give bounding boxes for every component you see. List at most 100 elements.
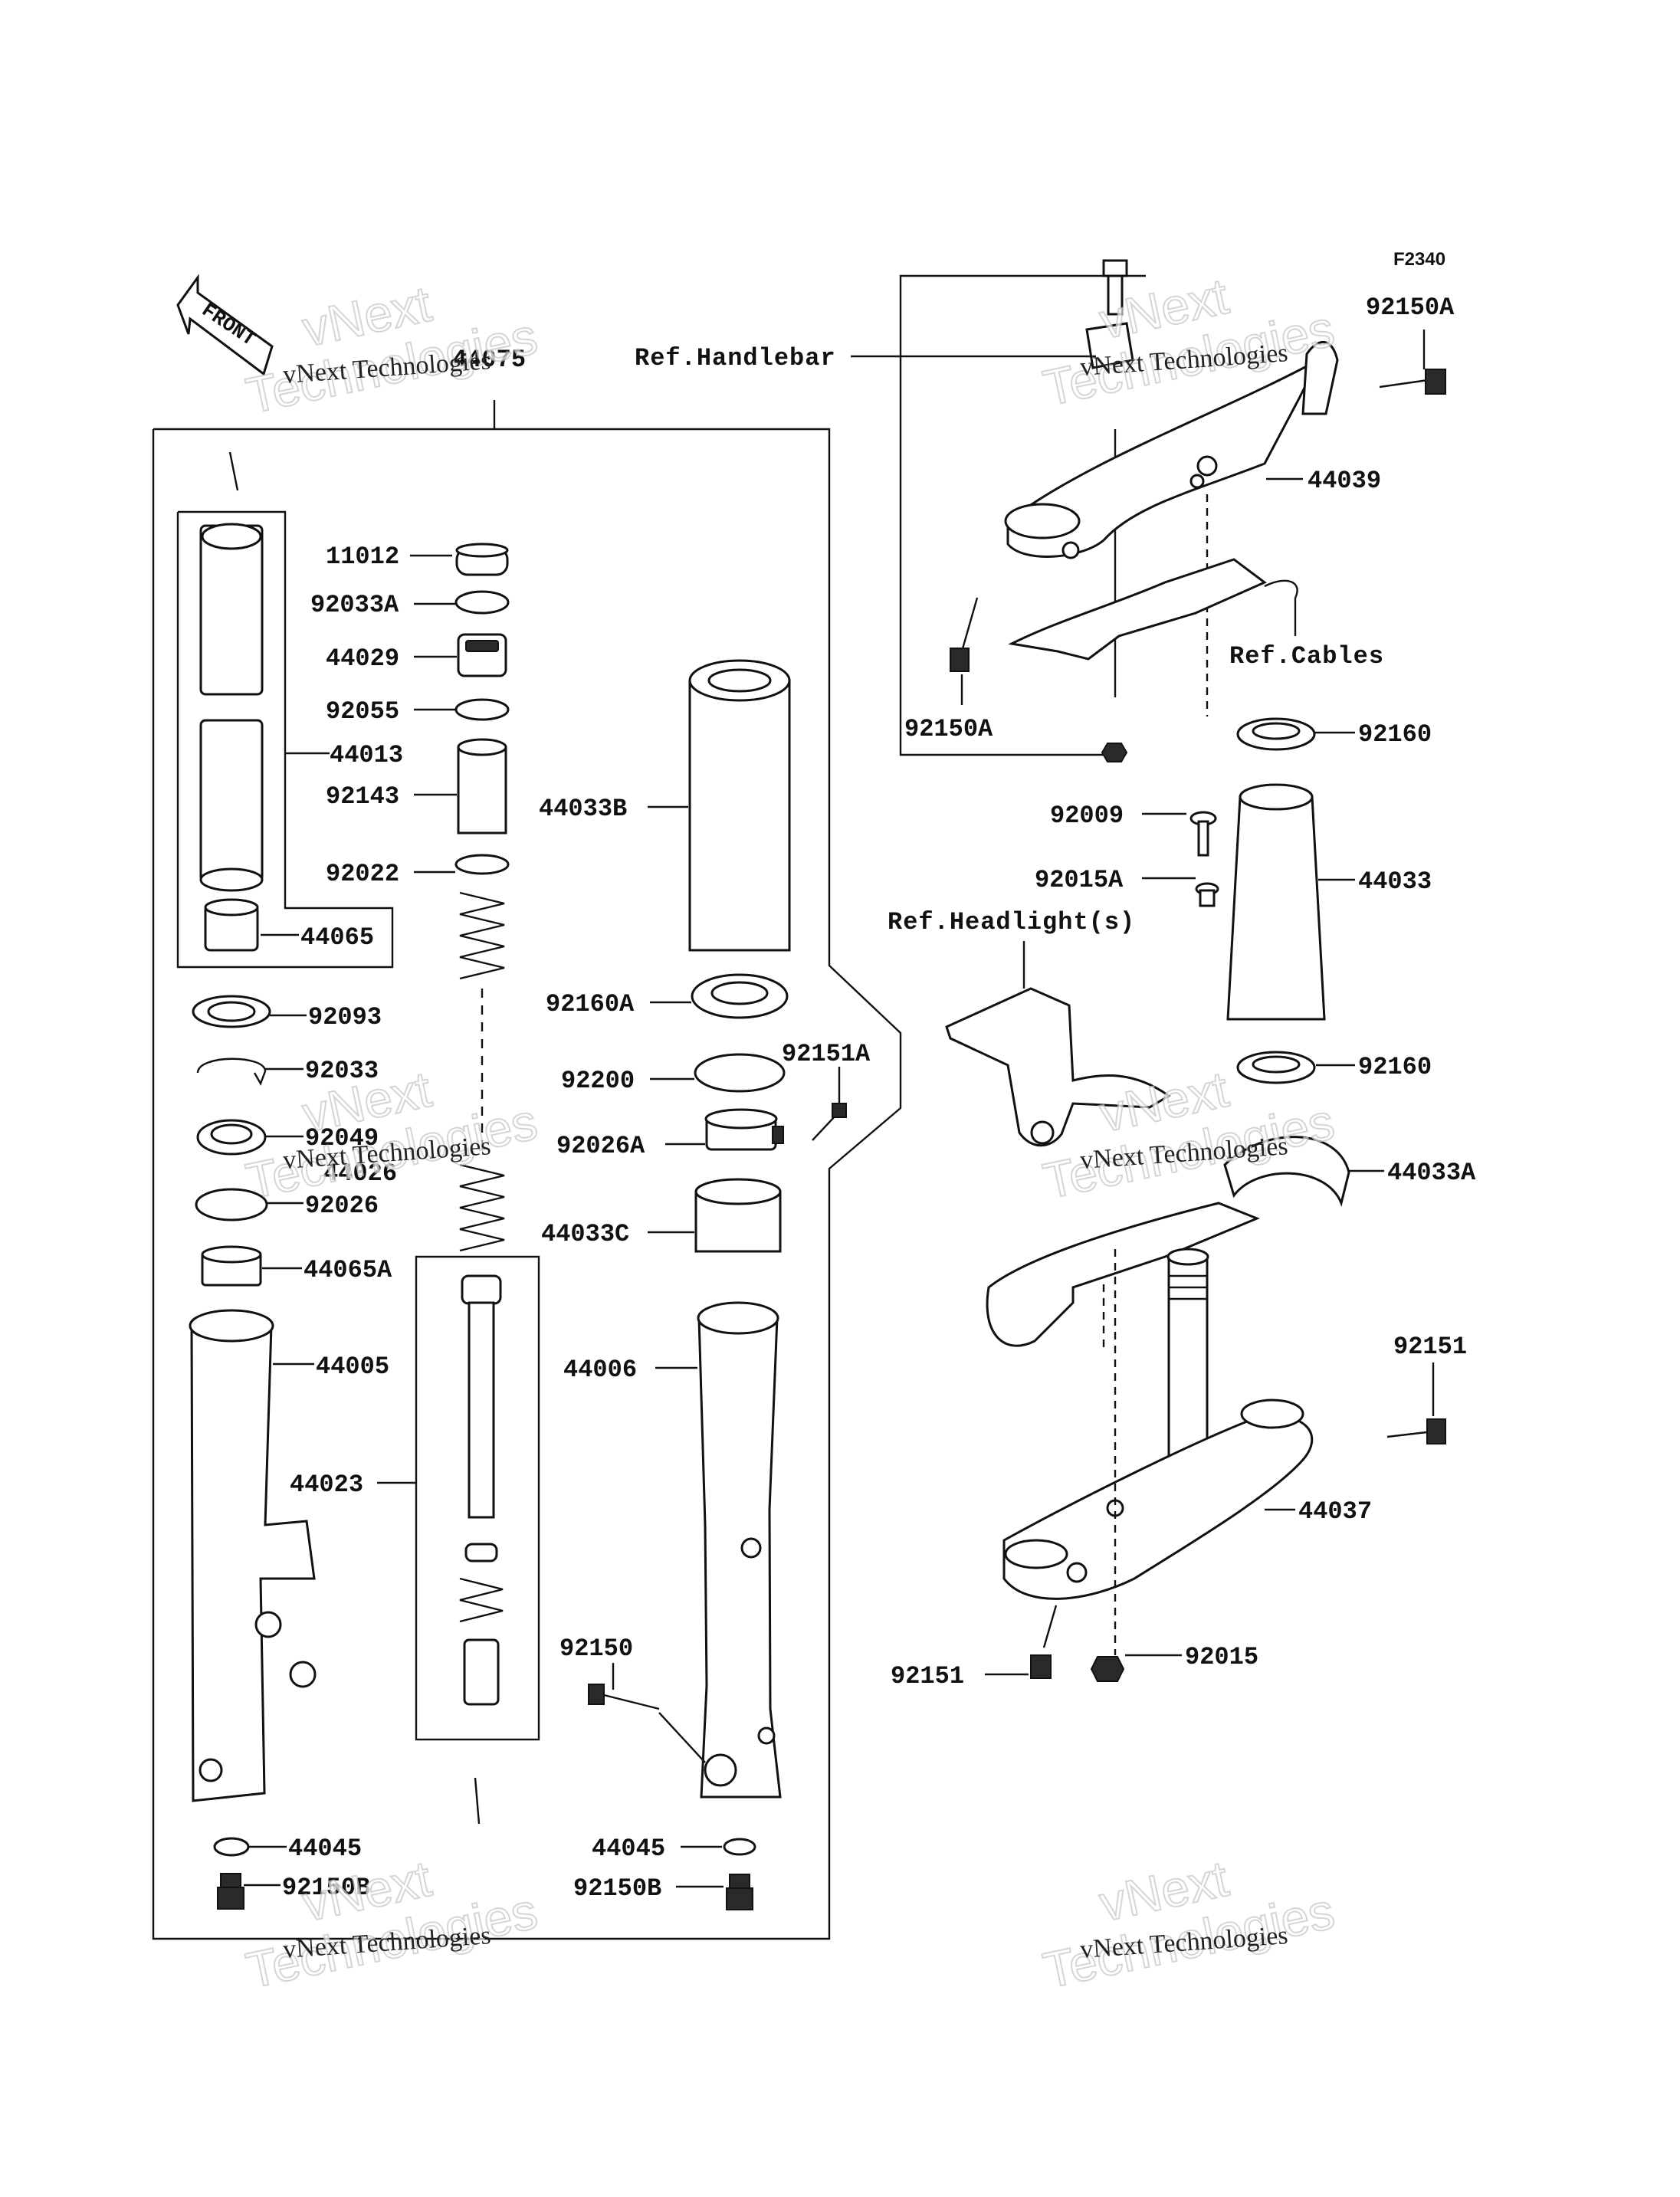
label-44045-left: 44045 <box>288 1835 362 1863</box>
label-92143: 92143 <box>326 782 399 811</box>
label-44033C: 44033C <box>541 1220 629 1248</box>
screw-92009 <box>1189 811 1217 857</box>
cover-44033 <box>1226 783 1326 1021</box>
fork-spring <box>459 891 505 1252</box>
label-44039: 44039 <box>1308 467 1381 495</box>
label-92200: 92200 <box>561 1067 635 1095</box>
nut-92015 <box>1090 1656 1125 1682</box>
guide-bushing <box>204 898 259 952</box>
handlebar-bolt <box>1102 259 1128 316</box>
washer-92022 <box>454 854 510 875</box>
label-92033A: 92033A <box>310 591 399 619</box>
headlight-bracket <box>945 987 1171 1147</box>
bushing-44065A <box>201 1245 262 1287</box>
spacer-92143 <box>457 738 507 835</box>
label-44033A: 44033A <box>1387 1159 1476 1187</box>
bolt-92151-bottom <box>1030 1605 1058 1679</box>
label-44026: 44026 <box>323 1159 397 1188</box>
label-92150A-bottom: 92150A <box>904 715 993 743</box>
label-44075: 44075 <box>452 346 526 374</box>
watermark-top-left: vNext Technologies vNext Technologies <box>241 274 543 425</box>
watermark-bottom-left: vNext Technologies vNext Technologies <box>241 1849 543 2000</box>
label-92150B-right: 92150B <box>573 1874 661 1903</box>
o-ring-92033A <box>454 590 510 615</box>
lower-bracket-44037 <box>1002 1399 1314 1600</box>
washer-92200 <box>694 1053 786 1093</box>
outer-tube-right <box>697 1301 782 1799</box>
fork-cap <box>455 543 509 576</box>
label-92033: 92033 <box>305 1057 379 1085</box>
fork-inner-tube <box>199 523 264 892</box>
lower-clamp <box>986 1202 1260 1347</box>
watermark-bottom-right: vNext Technologies vNext Technologies <box>1038 1849 1340 2000</box>
label-44006: 44006 <box>563 1356 637 1384</box>
part-labels: 44075 11012 92033A 44029 92055 44013 921… <box>282 293 1476 1903</box>
label-44029: 44029 <box>326 644 399 673</box>
washer-92160A <box>691 973 789 1019</box>
diagram-code: F2340 <box>1393 249 1445 270</box>
seal-92160-top <box>1236 717 1316 751</box>
label-44065: 44065 <box>300 923 374 952</box>
label-92055: 92055 <box>326 697 399 726</box>
label-44037: 44037 <box>1298 1497 1372 1526</box>
label-44065A: 44065A <box>304 1256 392 1284</box>
adjuster-44029 <box>457 633 507 677</box>
label-44005: 44005 <box>316 1353 389 1381</box>
leader-lines <box>244 330 1435 1888</box>
copper-washer-right <box>723 1838 756 1856</box>
label-44033: 44033 <box>1358 867 1432 896</box>
fork-assembly-frame <box>152 400 902 1940</box>
label-92026: 92026 <box>305 1192 379 1220</box>
label-11012: 11012 <box>326 543 399 571</box>
seal-92160-bottom <box>1236 1051 1316 1084</box>
upper-bracket-44039 <box>1004 340 1339 559</box>
cable-guide <box>1008 558 1298 661</box>
collar-92015A <box>1195 882 1219 907</box>
circlip <box>196 1058 267 1086</box>
reference-labels: Ref.Handlebar Ref.Cables Ref.Headlight(s… <box>635 344 1384 936</box>
label-92026A: 92026A <box>556 1132 645 1160</box>
label-92015: 92015 <box>1185 1643 1258 1671</box>
outer-tube-left <box>189 1309 317 1802</box>
cover-44033A <box>1223 1136 1350 1207</box>
screw-92151A <box>812 1103 847 1141</box>
copper-washer-left <box>213 1837 250 1857</box>
ref-handlebar: Ref.Handlebar <box>635 344 836 372</box>
drain-bolt-right <box>726 1874 753 1910</box>
ref-cables: Ref.Cables <box>1229 642 1384 671</box>
oil-seal <box>192 995 271 1028</box>
bolt-92150 <box>588 1684 660 1710</box>
bolt-92150A-top <box>1379 369 1446 395</box>
label-44033B: 44033B <box>539 795 627 823</box>
nut-bottom <box>1101 743 1128 762</box>
front-arrow-icon: FRONT <box>176 274 274 376</box>
label-92150B-left: 92150B <box>282 1874 370 1902</box>
o-ring-92055 <box>454 698 510 721</box>
cover-44033C <box>694 1178 782 1253</box>
label-92049: 92049 <box>305 1124 379 1153</box>
bolt-92151-right <box>1386 1418 1446 1444</box>
ring-92026 <box>195 1188 268 1221</box>
label-44013: 44013 <box>330 741 403 769</box>
washer-92049 <box>196 1119 267 1156</box>
watermarks: vNext Technologies vNext Technologies vN… <box>241 267 1340 2000</box>
handlebar-holder <box>1085 322 1134 369</box>
label-92151A: 92151A <box>782 1040 871 1068</box>
fork-cover-44033B <box>688 659 791 952</box>
label-92093: 92093 <box>308 1003 382 1031</box>
label-92022: 92022 <box>326 860 399 888</box>
label-92150: 92150 <box>559 1635 633 1663</box>
label-92151-right: 92151 <box>1393 1333 1467 1361</box>
ref-headlight: Ref.Headlight(s) <box>888 908 1135 936</box>
clamp-92026A <box>704 1108 784 1151</box>
label-92151-bottom: 92151 <box>891 1662 964 1690</box>
label-92160-bottom: 92160 <box>1358 1053 1432 1081</box>
bolt-92150A-bottom <box>950 597 979 672</box>
label-92009: 92009 <box>1050 802 1124 830</box>
label-44023: 44023 <box>290 1471 363 1499</box>
drain-bolt-left <box>217 1873 244 1910</box>
label-92160A: 92160A <box>546 990 635 1018</box>
label-92160-top: 92160 <box>1358 720 1432 749</box>
label-44045-right: 44045 <box>592 1835 665 1863</box>
